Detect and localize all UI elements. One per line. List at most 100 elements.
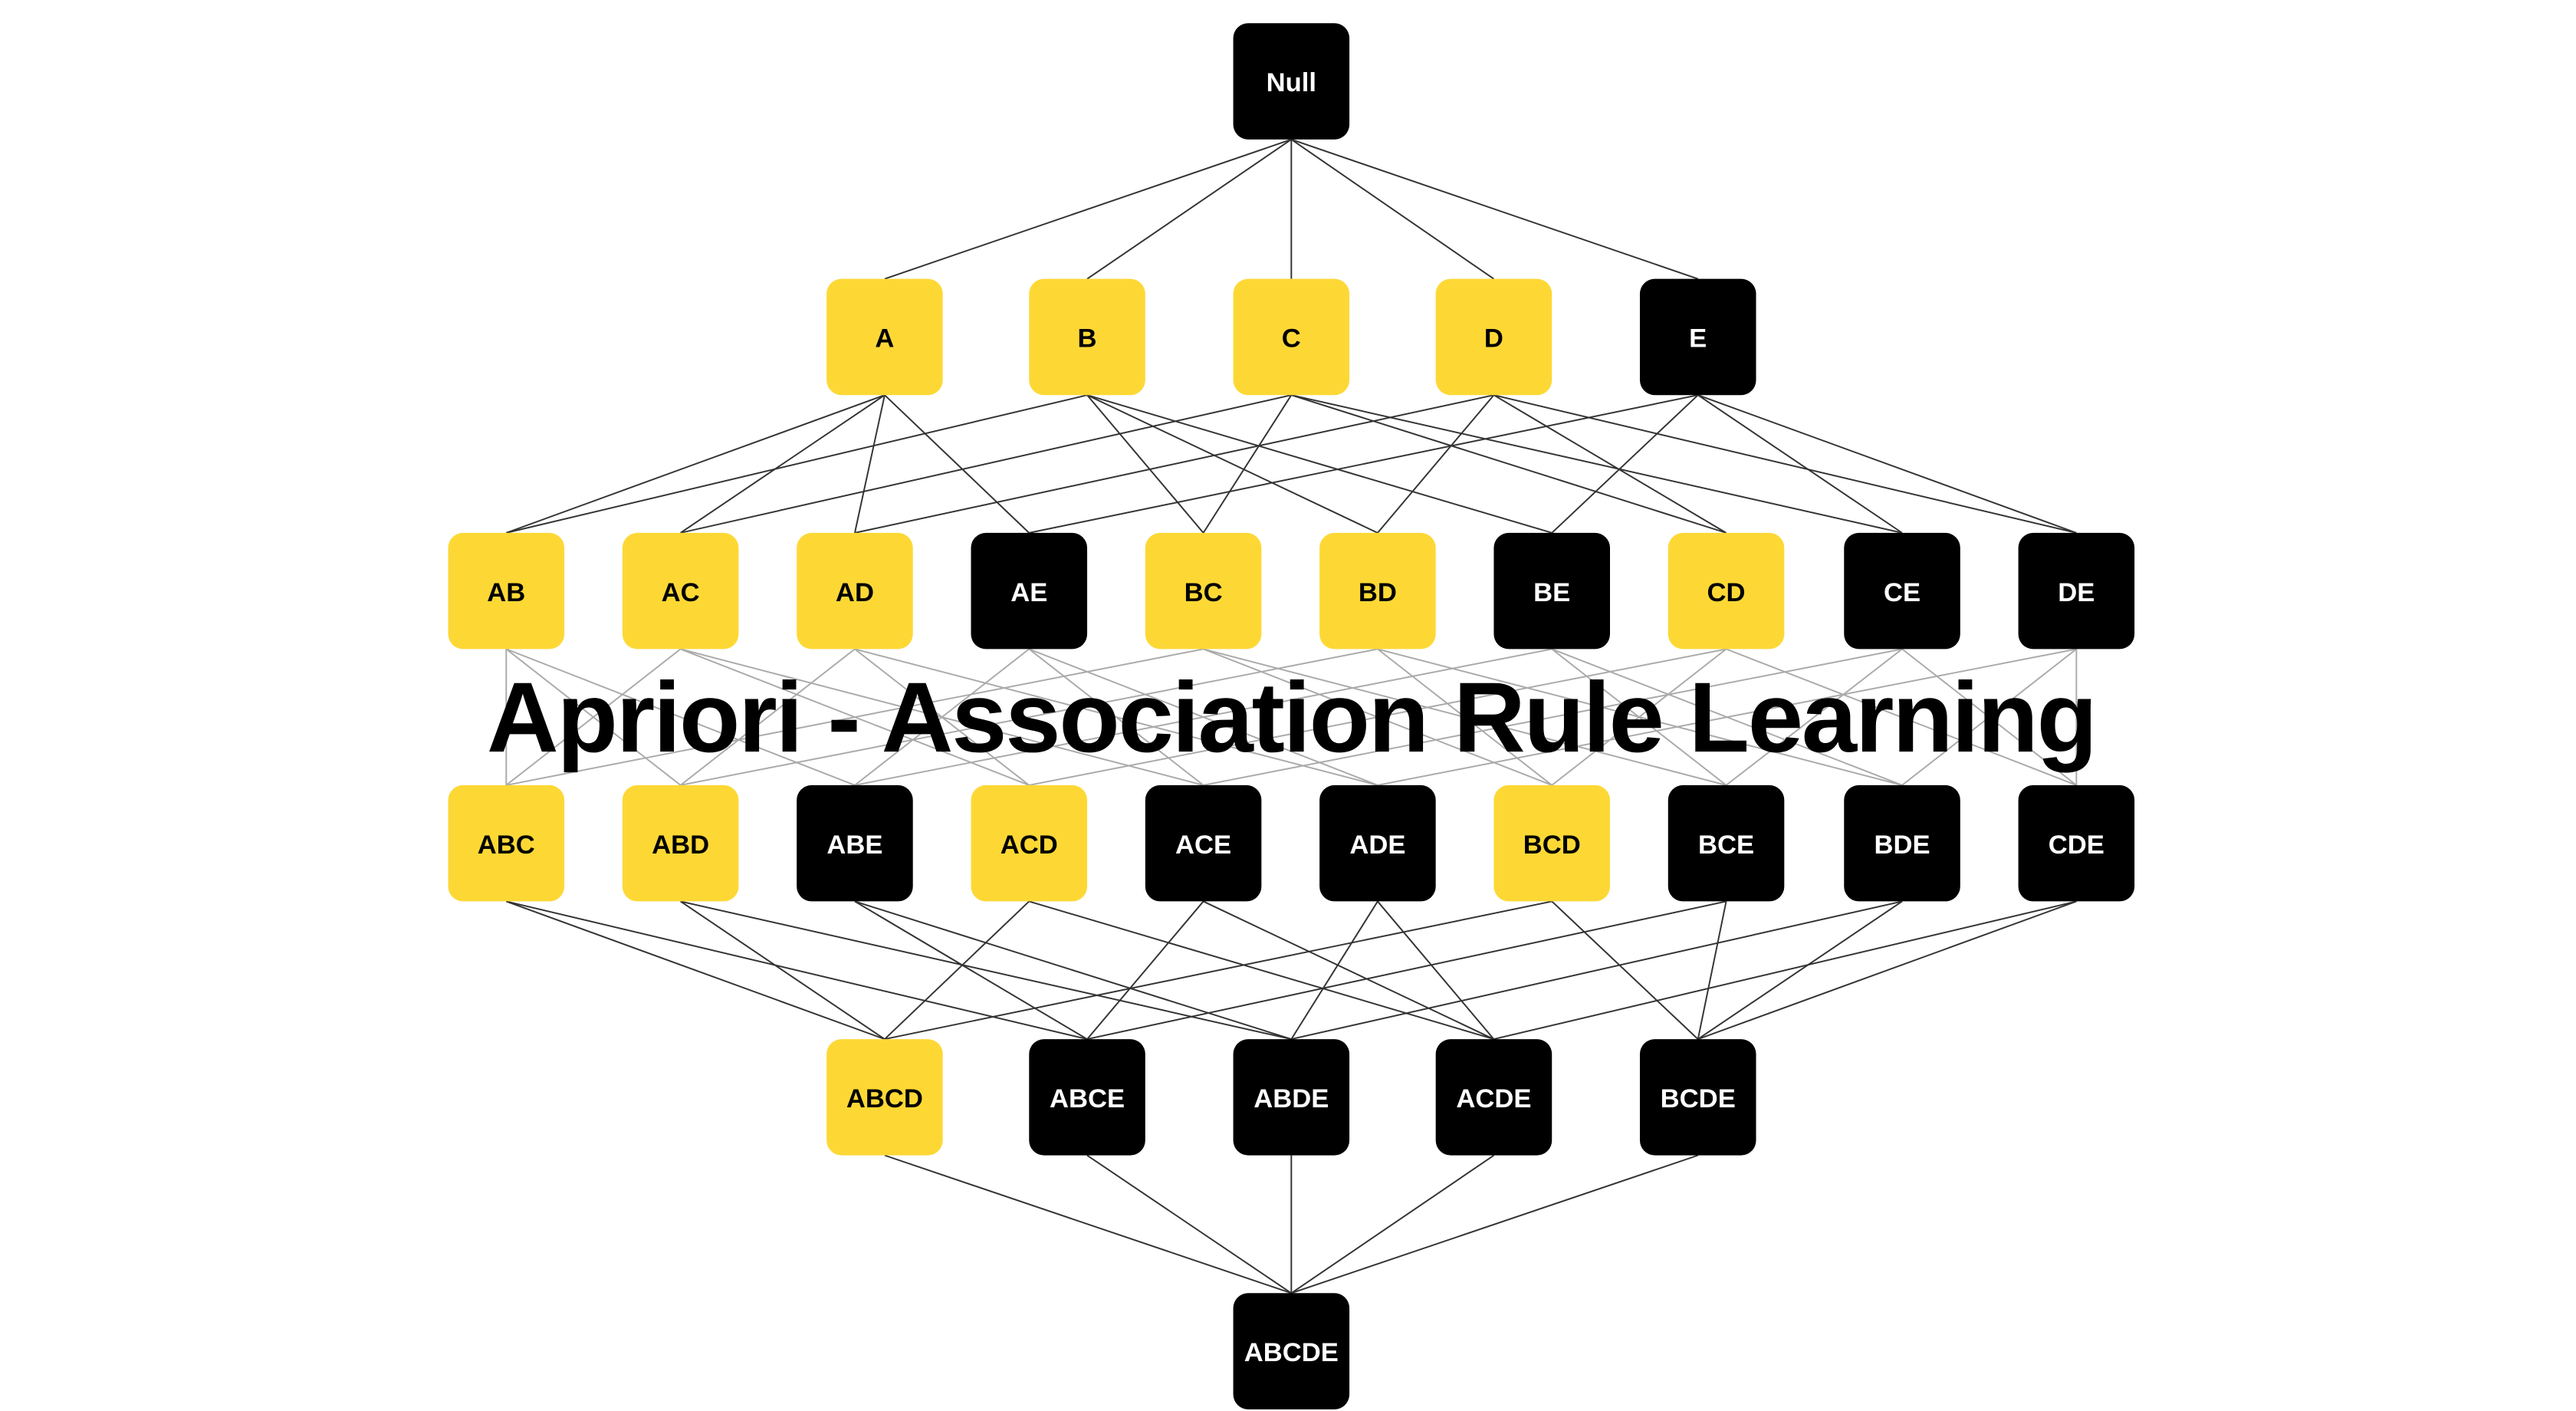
edge-ce-ace <box>1203 648 1903 786</box>
itemset-node-abce: ABCE <box>1029 1039 1145 1156</box>
diagram-title: Apriori - Association Rule Learning <box>487 661 2096 773</box>
node-label: AB <box>487 578 525 607</box>
itemset-node-abe: ABE <box>797 784 913 902</box>
edge-d-de <box>1493 394 2077 534</box>
node-box <box>826 278 943 396</box>
edge-a-ae <box>884 394 1030 534</box>
itemset-node-abcde: ABCDE <box>1233 1293 1350 1409</box>
itemset-node-acd: ACD <box>971 784 1088 902</box>
node-box <box>448 784 565 902</box>
itemset-node-de: DE <box>2018 532 2135 650</box>
edge-d-bd <box>1377 394 1495 534</box>
node-box <box>797 784 913 902</box>
edge-ace-abce <box>1086 900 1204 1040</box>
node-box <box>1493 784 1610 902</box>
node-box <box>971 532 1088 650</box>
node-label: BCDE <box>1661 1084 1736 1113</box>
itemset-node-bce: BCE <box>1668 784 1785 902</box>
node-box <box>448 532 565 650</box>
itemset-node-ae: AE <box>971 532 1088 650</box>
itemset-node-d: D <box>1435 278 1552 396</box>
itemset-node-acde: ACDE <box>1435 1039 1552 1156</box>
edge-bde-abde <box>1291 900 1903 1041</box>
node-box <box>1233 1039 1350 1156</box>
edge-ace-acde <box>1203 900 1494 1040</box>
edge-d-cd <box>1493 394 1727 534</box>
edge-ade-acde <box>1377 900 1495 1040</box>
edge-e-be <box>1551 394 1699 534</box>
node-label: ABE <box>826 830 882 860</box>
itemset-node-e: E <box>1639 278 1756 396</box>
edge-abc-abce <box>506 900 1088 1041</box>
node-label: BCE <box>1698 830 1754 860</box>
itemset-node-ac: AC <box>622 532 739 650</box>
edge-cde-bcde <box>1697 900 2077 1041</box>
node-box <box>1233 1293 1350 1409</box>
node-label: A <box>875 324 894 354</box>
edge-de-bde <box>1901 648 2077 786</box>
itemset-node-ad: AD <box>797 532 913 650</box>
node-box <box>1844 532 1960 650</box>
node-box <box>1639 1039 1756 1156</box>
node-label: B <box>1078 324 1097 354</box>
edge-c-bc <box>1202 394 1293 534</box>
edge-b-bc <box>1086 394 1204 534</box>
node-label: ACD <box>1001 830 1058 860</box>
itemset-node-ade: ADE <box>1319 784 1436 902</box>
edge-b-be <box>1086 394 1552 534</box>
itemset-node-bd: BD <box>1319 532 1436 650</box>
itemset-node-abde: ABDE <box>1233 1039 1350 1156</box>
node-box <box>1493 532 1610 650</box>
node-label: ABDE <box>1254 1084 1329 1113</box>
node-box <box>1639 278 1756 396</box>
node-label: BC <box>1184 578 1223 607</box>
itemset-node-a: A <box>826 278 943 396</box>
node-box <box>1233 23 1350 140</box>
edge-abcd-abcde <box>884 1154 1292 1294</box>
edge-null-a <box>884 138 1292 280</box>
edge-b-bd <box>1086 394 1378 534</box>
edge-be-abe <box>854 648 1552 786</box>
edge-d-ad <box>854 394 1494 534</box>
node-box <box>797 532 913 650</box>
node-box <box>1145 784 1262 902</box>
itemset-node-abc: ABC <box>448 784 565 902</box>
edge-abd-abde <box>680 900 1292 1041</box>
itemset-node-bc: BC <box>1145 532 1262 650</box>
edge-bcd-bcde <box>1551 900 1699 1040</box>
itemset-node-abd: ABD <box>622 784 739 902</box>
node-label: ABCE <box>1050 1084 1125 1113</box>
edge-e-de <box>1697 394 2077 534</box>
node-box <box>1844 784 1960 902</box>
edge-ade-abde <box>1290 900 1378 1040</box>
edge-bc-abc <box>506 648 1204 786</box>
node-box <box>1435 1039 1552 1156</box>
edge-a-ab <box>505 394 886 534</box>
node-label: CDE <box>2049 830 2104 860</box>
edge-ac-abc <box>505 648 682 786</box>
edge-acd-acde <box>1028 900 1494 1041</box>
itemset-node-c: C <box>1233 278 1350 396</box>
node-label: BE <box>1533 578 1570 607</box>
node-label: AE <box>1010 578 1047 607</box>
node-label: ABC <box>478 830 535 860</box>
node-label: C <box>1282 324 1301 354</box>
node-label: CD <box>1707 578 1746 607</box>
node-label: ABD <box>652 830 709 860</box>
edge-c-ac <box>680 394 1292 534</box>
itemset-node-ace: ACE <box>1145 784 1262 902</box>
node-label: AC <box>662 578 700 607</box>
node-box <box>2018 532 2135 650</box>
lattice-edges <box>505 138 2078 1294</box>
edge-bd-bcd <box>1377 648 1552 786</box>
edge-c-ce <box>1291 394 1903 534</box>
itemset-node-ce: CE <box>1844 532 1960 650</box>
node-box <box>1319 532 1436 650</box>
node-box <box>1145 532 1262 650</box>
edge-bce-bcde <box>1697 901 1727 1040</box>
node-label: ADE <box>1349 830 1405 860</box>
itemset-node-b: B <box>1029 278 1145 396</box>
edge-bcde-abcde <box>1291 1154 1699 1294</box>
